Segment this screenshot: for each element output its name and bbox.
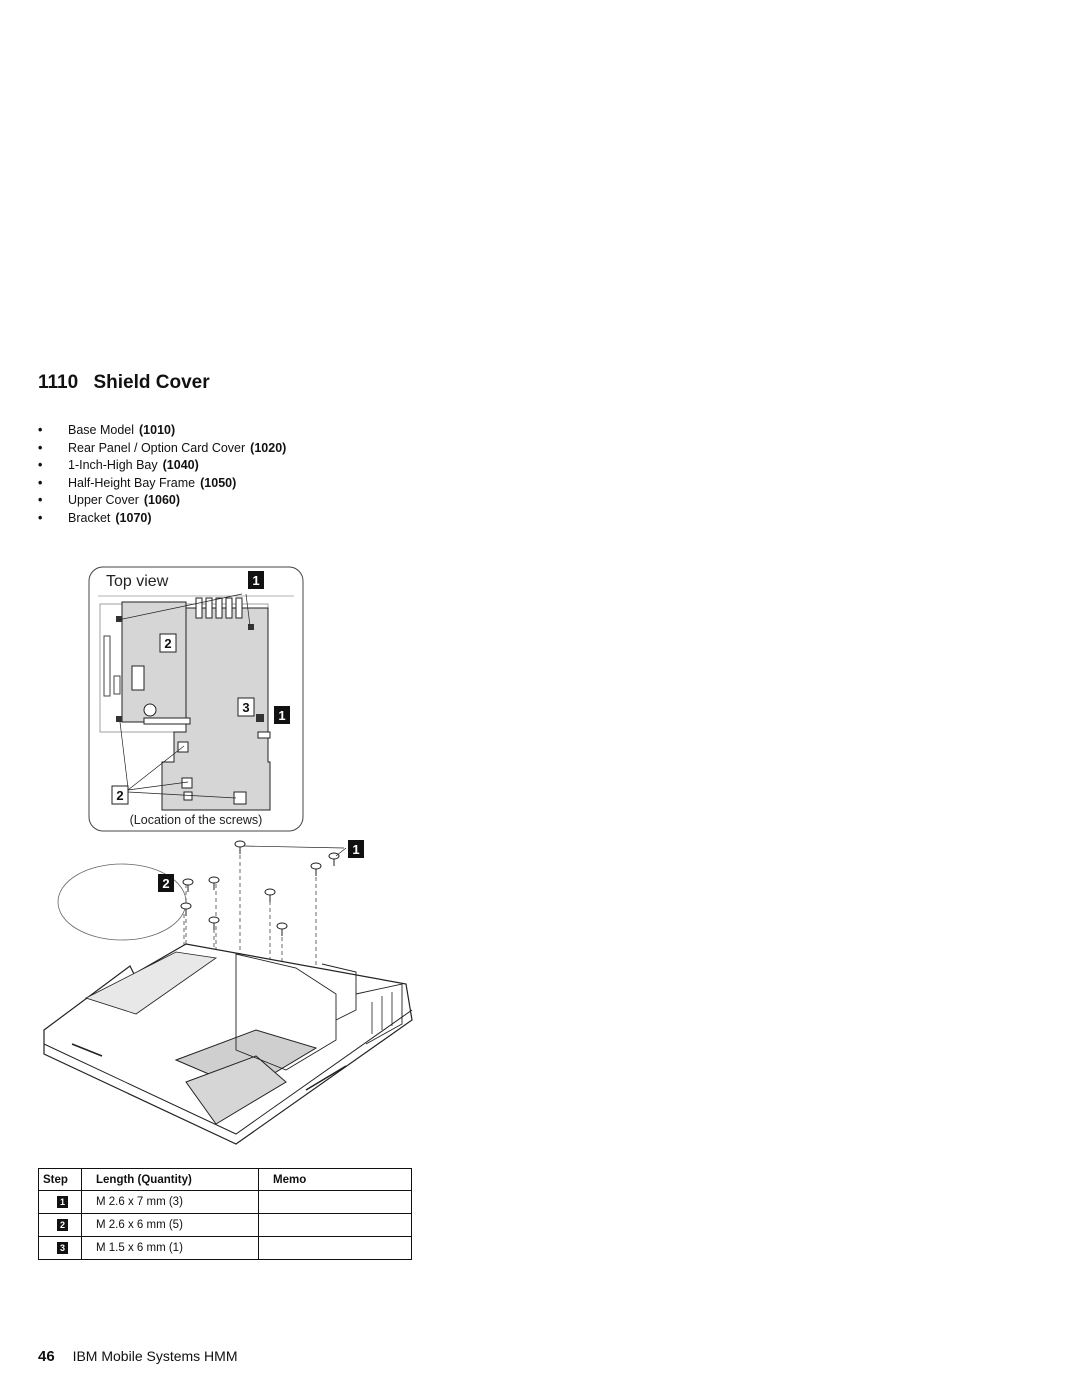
top-view-label: Top view (106, 573, 169, 590)
table-row: 3 M 1.5 x 6 mm (1) (38, 1236, 412, 1260)
callout-2-top: 2 (159, 633, 177, 653)
screw-memo (258, 1236, 412, 1260)
svg-text:1: 1 (278, 708, 285, 723)
screw-length: M 2.6 x 6 mm (5) (81, 1213, 259, 1237)
screw-icon (180, 840, 340, 1002)
section-title: Shield Cover (93, 372, 210, 393)
step-badge: 1 (57, 1196, 68, 1208)
svg-text:1: 1 (252, 573, 259, 588)
column-header-length: Length (Quantity) (81, 1168, 259, 1191)
svg-text:2: 2 (162, 876, 169, 891)
manual-title: IBM Mobile Systems HMM (72, 1348, 238, 1364)
figure-caption: (Location of the screws) (130, 813, 263, 827)
callout-2-exploded: 2 (158, 874, 174, 892)
callout-1-side: 1 (274, 706, 290, 724)
exploded-view-figure: 1 2 3 4 (43, 840, 413, 1145)
bullet-icon: • (38, 458, 43, 473)
svg-text:2: 2 (164, 636, 171, 651)
bullet-icon: • (38, 493, 43, 508)
table-header-row: Step Length (Quantity) Memo (38, 1168, 412, 1191)
list-item: •Upper Cover(1060) (38, 492, 286, 510)
column-header-step: Step (38, 1168, 82, 1191)
column-header-memo: Memo (258, 1168, 412, 1191)
list-item: •Bracket(1070) (38, 510, 286, 528)
step-badge: 2 (57, 1219, 68, 1231)
svg-text:2: 2 (116, 788, 123, 803)
step-badge: 3 (57, 1242, 68, 1254)
bullet-icon: • (38, 510, 43, 525)
page-footer: 46 IBM Mobile Systems HMM (38, 1348, 238, 1365)
page-number: 46 (38, 1348, 55, 1365)
top-view-figure: Top view 1 2 3 1 2 (Location of t (88, 566, 304, 832)
screw-memo (258, 1213, 412, 1237)
table-row: 2 M 2.6 x 6 mm (5) (38, 1213, 412, 1237)
svg-text:3: 3 (242, 700, 249, 715)
prerequisite-list: •Base Model(1010) •Rear Panel / Option C… (38, 422, 286, 528)
list-item: •Rear Panel / Option Card Cover(1020) (38, 440, 286, 458)
section-number: 1110 (38, 372, 79, 393)
bullet-icon: • (38, 423, 43, 437)
svg-text:1: 1 (352, 842, 359, 857)
screw-length: M 2.6 x 7 mm (3) (81, 1190, 259, 1214)
list-item: •Base Model(1010) (38, 422, 286, 440)
bullet-icon: • (38, 440, 43, 455)
callout-1-top: 1 (248, 571, 264, 589)
screw-length: M 1.5 x 6 mm (1) (81, 1236, 259, 1260)
list-item: •Half-Height Bay Frame(1050) (38, 475, 286, 493)
callout-3-top: 3 (237, 697, 255, 717)
list-item: •1-Inch-High Bay(1040) (38, 457, 286, 475)
bullet-icon: • (38, 475, 43, 490)
section-heading: 1110 Shield Cover (38, 372, 210, 394)
callout-1-exploded: 1 (348, 840, 364, 858)
screw-memo (258, 1190, 412, 1214)
screw-table: Step Length (Quantity) Memo 1 M 2.6 x 7 … (38, 1168, 412, 1260)
table-row: 1 M 2.6 x 7 mm (3) (38, 1190, 412, 1214)
callout-2-bottom: 2 (111, 785, 129, 805)
